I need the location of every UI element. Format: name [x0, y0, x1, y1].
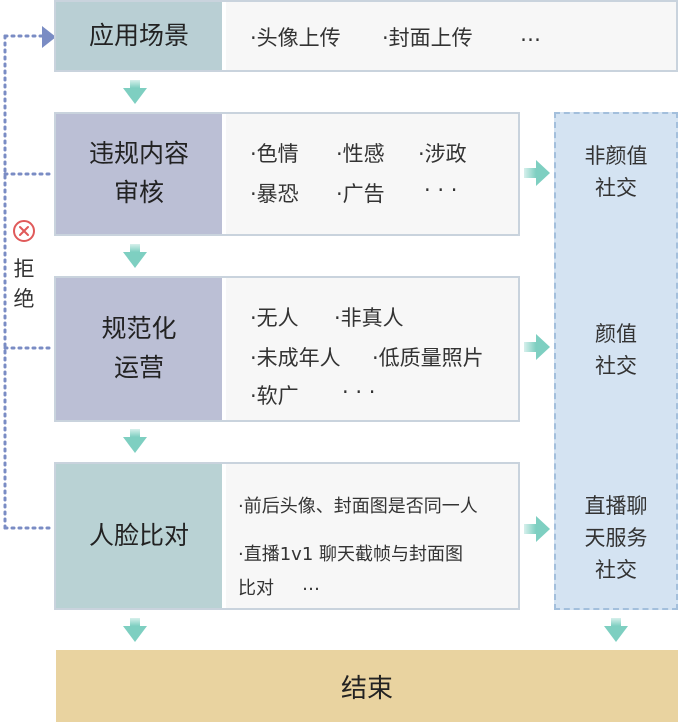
down-arrow-3: [123, 429, 147, 453]
item-soft-ads: ·软广: [250, 384, 299, 408]
stage-title: 应用场景: [56, 2, 222, 70]
item-no-person: ·无人: [250, 306, 299, 330]
stage-title: 违规内容 审核: [56, 114, 222, 234]
stage-items: ·色情 ·性感 ·涉政 ·暴恐 ·广告 · · ·: [226, 114, 518, 234]
item-sexy: ·性感: [336, 142, 385, 166]
stage-title: 规范化 运营: [56, 278, 222, 420]
social-live-chat: 直播聊 天服务 社交: [584, 494, 648, 582]
down-arrow-5: [604, 618, 628, 642]
stage-title: 人脸比对: [56, 464, 222, 608]
item-terror: ·暴恐: [250, 182, 299, 206]
reject-loop-arrowhead: [42, 26, 56, 48]
item-cover-upload: ·封面上传: [382, 26, 473, 50]
reject-loop-line: [3, 34, 56, 530]
stage-items: ·前后头像、封面图是否同一人 ·直播1v1 聊天截帧与封面图 比对 …: [226, 464, 518, 608]
down-arrow-1: [123, 80, 147, 104]
right-arrow-1: [524, 160, 550, 186]
item-more: …: [302, 574, 320, 595]
item-more: · · ·: [342, 380, 376, 404]
reject-icon: [13, 220, 35, 242]
reject-marker: 拒 绝: [0, 214, 56, 334]
item-compare-continued: 比对: [238, 578, 274, 599]
stage-face-comparison: 人脸比对 ·前后头像、封面图是否同一人 ·直播1v1 聊天截帧与封面图 比对 …: [54, 462, 520, 610]
reject-label: 拒 绝: [13, 257, 35, 311]
social-column: 非颜值 社交 颜值 社交 直播聊 天服务 社交: [554, 112, 678, 610]
social-appearance: 颜值 社交: [595, 322, 637, 378]
item-non-real-person: ·非真人: [334, 306, 404, 330]
stage-standard-operation: 规范化 运营 ·无人 ·非真人 ·未成年人 ·低质量照片 ·软广 · · ·: [54, 276, 520, 422]
item-ads: ·广告: [336, 182, 385, 206]
right-arrow-3: [524, 516, 550, 542]
stage-application-scenario: 应用场景 ·头像上传 ·封面上传 …: [54, 0, 678, 72]
item-avatar-upload: ·头像上传: [250, 26, 341, 50]
stage-violation-review: 违规内容 审核 ·色情 ·性感 ·涉政 ·暴恐 ·广告 · · ·: [54, 112, 520, 236]
stage-items: ·头像上传 ·封面上传 …: [226, 2, 676, 70]
item-minor: ·未成年人: [250, 346, 341, 370]
end-label: 结束: [340, 673, 393, 704]
item-more: · · ·: [424, 178, 458, 202]
end-bar: 结束: [56, 650, 678, 722]
right-arrow-2: [524, 334, 550, 360]
item-same-person-check: ·前后头像、封面图是否同一人: [238, 496, 478, 517]
stage-items: ·无人 ·非真人 ·未成年人 ·低质量照片 ·软广 · · ·: [226, 278, 518, 420]
item-live-frame-compare: ·直播1v1 聊天截帧与封面图: [238, 544, 463, 565]
item-low-quality-photo: ·低质量照片: [372, 346, 484, 370]
social-non-appearance: 非颜值 社交: [584, 144, 648, 200]
down-arrow-2: [123, 244, 147, 268]
item-porn: ·色情: [250, 142, 299, 166]
down-arrow-4: [123, 618, 147, 642]
item-more: …: [520, 22, 541, 46]
item-politics: ·涉政: [418, 142, 467, 166]
